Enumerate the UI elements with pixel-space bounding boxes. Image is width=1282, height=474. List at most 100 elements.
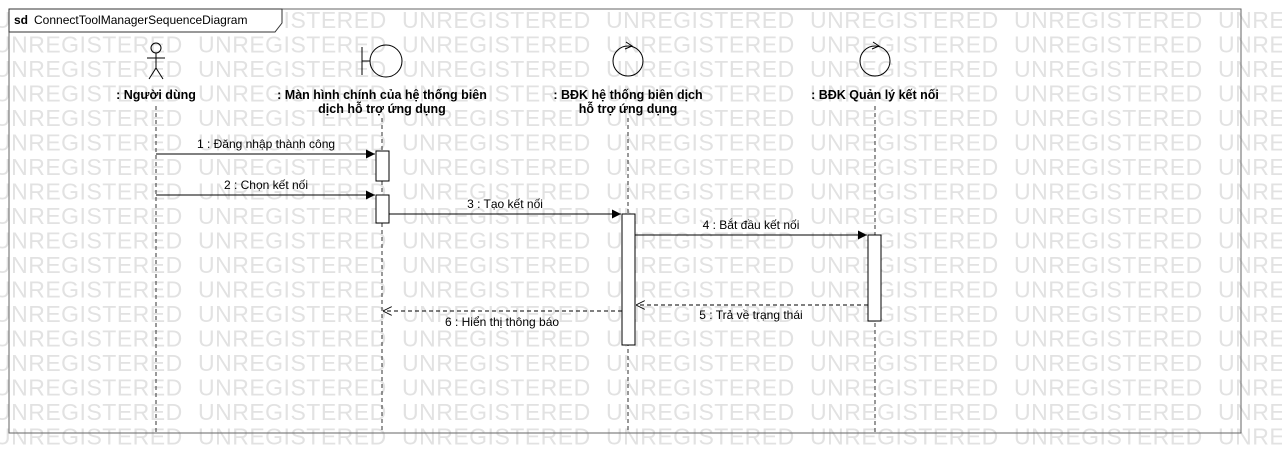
activation-bar — [375, 194, 390, 224]
watermark-text: UNREGISTERED — [1014, 228, 1203, 254]
watermark-text: UNREGISTERED — [402, 56, 591, 82]
watermark-text: UNREGISTERED — [1218, 228, 1282, 254]
watermark-text: UNREGISTERED — [1014, 32, 1203, 58]
watermark-text: UNREGISTERED — [810, 7, 999, 33]
watermark-text: UNREGISTERED — [1218, 32, 1282, 58]
watermark-text: UNREGISTERED — [810, 32, 999, 58]
watermark-text: UNREGISTERED — [1014, 301, 1203, 327]
watermark-text: UNREGISTERED — [198, 277, 387, 303]
watermark-text: UNREGISTERED — [402, 252, 591, 278]
watermark-text: UNREGISTERED — [198, 350, 387, 376]
watermark-text: UNREGISTERED — [402, 399, 591, 425]
watermark-text: UNREGISTERED — [0, 56, 183, 82]
watermark-text: UNREGISTERED — [198, 252, 387, 278]
watermark-text: UNREGISTERED — [810, 375, 999, 401]
message-4[interactable]: 4 : Bắt đầu kết nối — [635, 217, 867, 240]
watermark-text: UNREGISTERED — [0, 277, 183, 303]
frame-name-tab — [8, 8, 283, 33]
watermark-text: UNREGISTERED — [606, 81, 795, 107]
actor-icon — [147, 42, 165, 80]
watermark-text: UNREGISTERED — [198, 130, 387, 156]
watermark-text: UNREGISTERED — [198, 424, 387, 450]
watermark-text: UNREGISTERED — [198, 81, 387, 107]
watermark-text: UNREGISTERED — [402, 32, 591, 58]
message-6[interactable]: 6 : Hiển thị thông báo — [383, 311, 622, 329]
watermark-text: UNREGISTERED — [0, 105, 183, 131]
watermark-text: UNREGISTERED — [402, 203, 591, 229]
watermark-text: UNREGISTERED — [1218, 56, 1282, 82]
watermark-text: UNREGISTERED — [402, 326, 591, 352]
watermark-text: UNREGISTERED — [0, 350, 183, 376]
watermark-text: UNREGISTERED — [0, 301, 183, 327]
watermark-text: UNREGISTERED — [1218, 277, 1282, 303]
watermark-text: UNREGISTERED — [402, 424, 591, 450]
watermark-text: UNREGISTERED — [198, 56, 387, 82]
lifeline-name-line2: hỗ trợ ứng dụng — [579, 101, 677, 116]
watermark-text: UNREGISTERED — [810, 81, 999, 107]
message-label: 4 : Bắt đầu kết nối — [703, 217, 800, 232]
watermark-text: UNREGISTERED — [402, 105, 591, 131]
watermark-text: UNREGISTERED — [198, 179, 387, 205]
watermark-text: UNREGISTERED — [0, 228, 183, 254]
watermark-text: UNREGISTERED — [402, 7, 591, 33]
watermark-text: UNREGISTERED — [198, 326, 387, 352]
watermark-text: UNREGISTERED — [0, 130, 183, 156]
watermark-text: UNREGISTERED — [810, 179, 999, 205]
watermark-text: UNREGISTERED — [1014, 56, 1203, 82]
message-5[interactable]: 5 : Trả về trạng thái — [636, 305, 868, 322]
watermark-text: UNREGISTERED — [810, 56, 999, 82]
watermark-text: UNREGISTERED — [0, 203, 183, 229]
watermark-text: UNREGISTERED — [810, 203, 999, 229]
watermark-text: UNREGISTERED — [0, 32, 183, 58]
watermark-text: UNREGISTERED — [606, 105, 795, 131]
watermark-text: UNREGISTERED — [1218, 81, 1282, 107]
watermark-text: UNREGISTERED — [606, 179, 795, 205]
lifeline-user[interactable]: : Người dùng — [116, 42, 196, 433]
message-1[interactable]: 1 : Đăng nhập thành công — [156, 137, 375, 159]
frame-border — [8, 8, 1242, 434]
lifeline-ctrl1[interactable]: : BĐK hệ thống biên dịch hỗ trợ ứng dụng — [553, 41, 703, 433]
watermark-text: UNREGISTERED — [1218, 350, 1282, 376]
watermark-text: UNREGISTERED — [810, 252, 999, 278]
message-3[interactable]: 3 : Tạo kết nối — [389, 197, 621, 219]
frame-keyword: sd — [14, 13, 28, 27]
watermark-text: UNREGISTERED — [1218, 130, 1282, 156]
lifeline-screen[interactable]: : Màn hình chính của hệ thống biên dịch … — [277, 44, 487, 433]
watermark-text: UNREGISTERED — [606, 326, 795, 352]
message-label: 5 : Trả về trạng thái — [699, 308, 802, 322]
watermark-text: UNREGISTERED — [402, 154, 591, 180]
watermark-text: UNREGISTERED — [1014, 7, 1203, 33]
watermark-text: UNREGISTERED — [1014, 252, 1203, 278]
watermark-text: UNREGISTERED — [606, 203, 795, 229]
watermark-text: UNREGISTERED — [198, 154, 387, 180]
watermark-text: UNREGISTERED — [606, 130, 795, 156]
watermark-text: UNREGISTERED — [402, 277, 591, 303]
lifeline-ctrl2[interactable]: : BĐK Quản lý kết nối — [811, 41, 939, 433]
watermark-text: UNREGISTERED — [0, 154, 183, 180]
watermark-text: UNREGISTERED — [810, 228, 999, 254]
control-icon — [612, 41, 644, 77]
watermark-text: UNREGISTERED — [198, 203, 387, 229]
watermark-text: UNREGISTERED — [402, 81, 591, 107]
lifeline-name-line1: : BĐK hệ thống biên dịch — [553, 88, 702, 102]
watermark-text: UNREGISTERED — [198, 375, 387, 401]
activation-bar — [375, 150, 390, 182]
watermark-text: UNREGISTERED — [1218, 179, 1282, 205]
message-2[interactable]: 2 : Chọn kết nối — [156, 178, 375, 200]
watermark-text: UNREGISTERED — [810, 130, 999, 156]
message-label: 3 : Tạo kết nối — [467, 197, 543, 211]
watermark-text: UNREGISTERED — [402, 301, 591, 327]
message-label: 2 : Chọn kết nối — [224, 178, 308, 192]
watermark-text: UNREGISTERED — [606, 350, 795, 376]
activation-bar — [621, 213, 636, 346]
watermark-text: UNREGISTERED — [1014, 277, 1203, 303]
watermark-text: UNREGISTERED — [0, 424, 183, 450]
watermark-text: UNREGISTERED — [198, 399, 387, 425]
watermark-text: UNREGISTERED — [810, 301, 999, 327]
watermark-text: UNREGISTERED — [198, 105, 387, 131]
watermark-text: UNREGISTERED — [1014, 203, 1203, 229]
watermark-text: UNREGISTERED — [1218, 154, 1282, 180]
watermark-text: UNREGISTERED — [1014, 154, 1203, 180]
